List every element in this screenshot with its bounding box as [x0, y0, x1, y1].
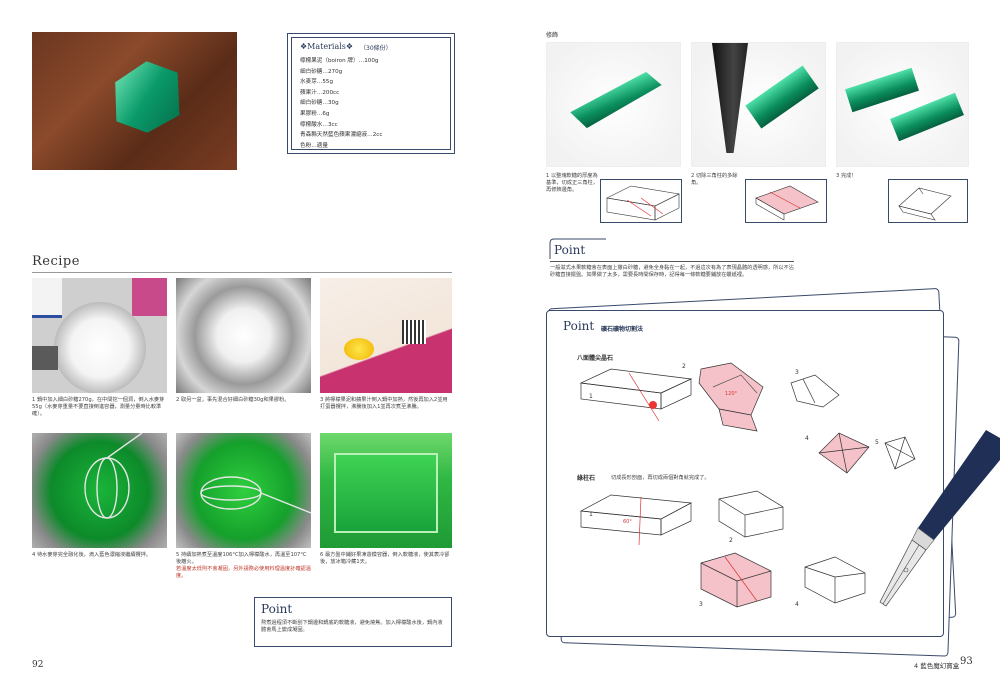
diagram-beryl-1 [579, 490, 784, 546]
materials-list: 檸檬果泥（boiron 牌）…100g 細白砂糖…270g 水麥芽…55g 蘋果… [300, 56, 382, 151]
diagram-octahedron [818, 432, 916, 474]
recipe-divider [32, 272, 452, 273]
green-gem-candy [105, 55, 188, 138]
num-2: 2 [682, 363, 686, 370]
num-beryl-4: 4 [795, 601, 799, 608]
point-mid-rule [550, 261, 794, 262]
diagram-label-spinel: 八面體尖晶石 [577, 355, 614, 362]
num-beryl-2: 2 [729, 537, 733, 544]
diagram-beryl-2 [700, 552, 866, 608]
materials-subtitle: （30條份） [360, 45, 392, 52]
diagram-label-beryl: 綠柱石 [577, 475, 596, 482]
cut-photo-1 [546, 42, 681, 167]
point-title: Point [261, 602, 293, 616]
num-1: 1 [589, 393, 593, 400]
cut-photo-2 [691, 42, 826, 167]
fountain-pen-illustration [879, 430, 1000, 607]
cut-photo-3 [836, 42, 969, 167]
step-caption-5-warning: 若溫度太低則不會凝固，另外請務必使用料理溫度計確認溫度。 [176, 566, 311, 579]
material-item: 細白砂糖…270g [300, 68, 343, 75]
diagram-spinel [579, 362, 840, 432]
card-point-title: Point [563, 319, 595, 333]
step-photo-5 [176, 433, 311, 548]
step-caption-4: 4 待水麥芽完全融化後，滴入藍色濃縮液繼續攪拌。 [32, 552, 152, 558]
cut-caption-2: 2 切除三角柱的多餘角。 [691, 173, 738, 186]
point-box-left: Point 熬煮過程須不斷刮下鍋邊和鍋底的軟糖液，避免燒焦。加入檸檬酸水後，鍋內… [254, 597, 452, 647]
section-label: 修飾 [546, 32, 559, 39]
material-item: 色粉…適量 [300, 142, 328, 149]
step-photo-6 [320, 433, 452, 548]
num-beryl-1: 1 [589, 511, 593, 518]
point-text: 熬煮過程須不斷刮下鍋邊和鍋底的軟糖液，避免燒焦。加入檸檬酸水後，鍋內液體會馬上變… [261, 620, 443, 633]
material-item: 細白砂糖…30g [300, 100, 339, 107]
material-item: 蘋果汁…200cc [300, 89, 340, 96]
num-4: 4 [805, 435, 809, 442]
angle-60: 60° [623, 519, 632, 525]
material-item: 檸檬果泥（boiron 牌）…100g [300, 58, 379, 64]
material-item: 檸檬酸水…3cc [300, 121, 338, 128]
step-caption-5: 5 持續加熱煮至溫度106°C加入檸檬酸水，再溫至107°C後離火。 若溫度太低… [176, 552, 311, 580]
cut-sketch-3 [888, 179, 968, 223]
material-item: 果膠粉…6g [300, 110, 330, 117]
page-number-left: 92 [32, 660, 44, 670]
card-point-subtitle: 礦石礦物切割法 [601, 326, 644, 333]
page-number-right: 93 [960, 656, 973, 667]
step-photo-3 [320, 278, 452, 393]
material-item: 青森縣天然藍色蘋果濃縮液…2cc [300, 132, 383, 139]
angle-120: 120° [725, 391, 738, 397]
point-box-mid: Point 一般滋式水果軟糖會在表面上撒白砂糖，避免全身黏在一起，不過這次有為了… [546, 237, 798, 297]
chapter-label: 4 藍色魔幻寶盒 [914, 662, 960, 670]
step-photo-4 [32, 433, 167, 548]
hero-photo-green-gem [32, 32, 237, 170]
step-caption-3: 3 將檸檬果泥和蘋果汁倒入鍋中加熱，然後再加入2並用打蛋器攪拌，沸騰後加入1並再… [320, 397, 448, 410]
diagram-note-beryl: 切成長形剖面，再切成兩個對角就完成了。 [611, 475, 710, 481]
cut-caption-3: 3 完成！ [836, 173, 857, 179]
point-mid-text: 一般滋式水果軟糖會在表面上撒白砂糖，避免全身黏在一起，不過這次有為了表現晶體的透… [550, 265, 794, 278]
step-caption-6: 6 最方盤中鋪好果凍造模容器，倒入軟糖液，使其表冷卻後，放冰箱冷藏1天。 [320, 552, 450, 565]
step-photo-1 [32, 278, 167, 393]
num-5: 5 [875, 439, 879, 446]
step-caption-2: 2 取另一盆，事先混合好細白砂糖30g和果膠粉。 [176, 397, 290, 403]
cut-caption-1: 1 以整塊軟糖的厚度為基準，切成正三角柱，再修飾邊角。 [546, 173, 598, 193]
step-caption-5-text: 5 持續加熱煮至溫度106°C加入檸檬酸水，再溫至107°C後離火。 [176, 552, 307, 565]
step-caption-1: 1 鍋中加入細白砂糖270g，在中間挖一個洞，倒入水麥芽55g（水麥芽重量不要直… [32, 397, 165, 417]
num-beryl-3: 3 [699, 601, 703, 608]
cutting-method-card: Point 礦石礦物切割法 八面體尖晶石 1 2 3 120° 4 5 [546, 310, 944, 637]
cut-sketch-1 [600, 179, 682, 223]
materials-box: ❖Materials❖ （30條份） 檸檬果泥（boiron 牌）…100g 細… [287, 33, 455, 154]
step-photo-2 [176, 278, 311, 393]
point-mid-title: Point [554, 243, 586, 257]
materials-title: ❖Materials❖ [300, 42, 354, 51]
recipe-title: Recipe [32, 254, 80, 269]
material-item: 水麥芽…55g [300, 79, 334, 86]
cut-sketch-2 [745, 179, 827, 223]
num-3: 3 [795, 369, 799, 376]
